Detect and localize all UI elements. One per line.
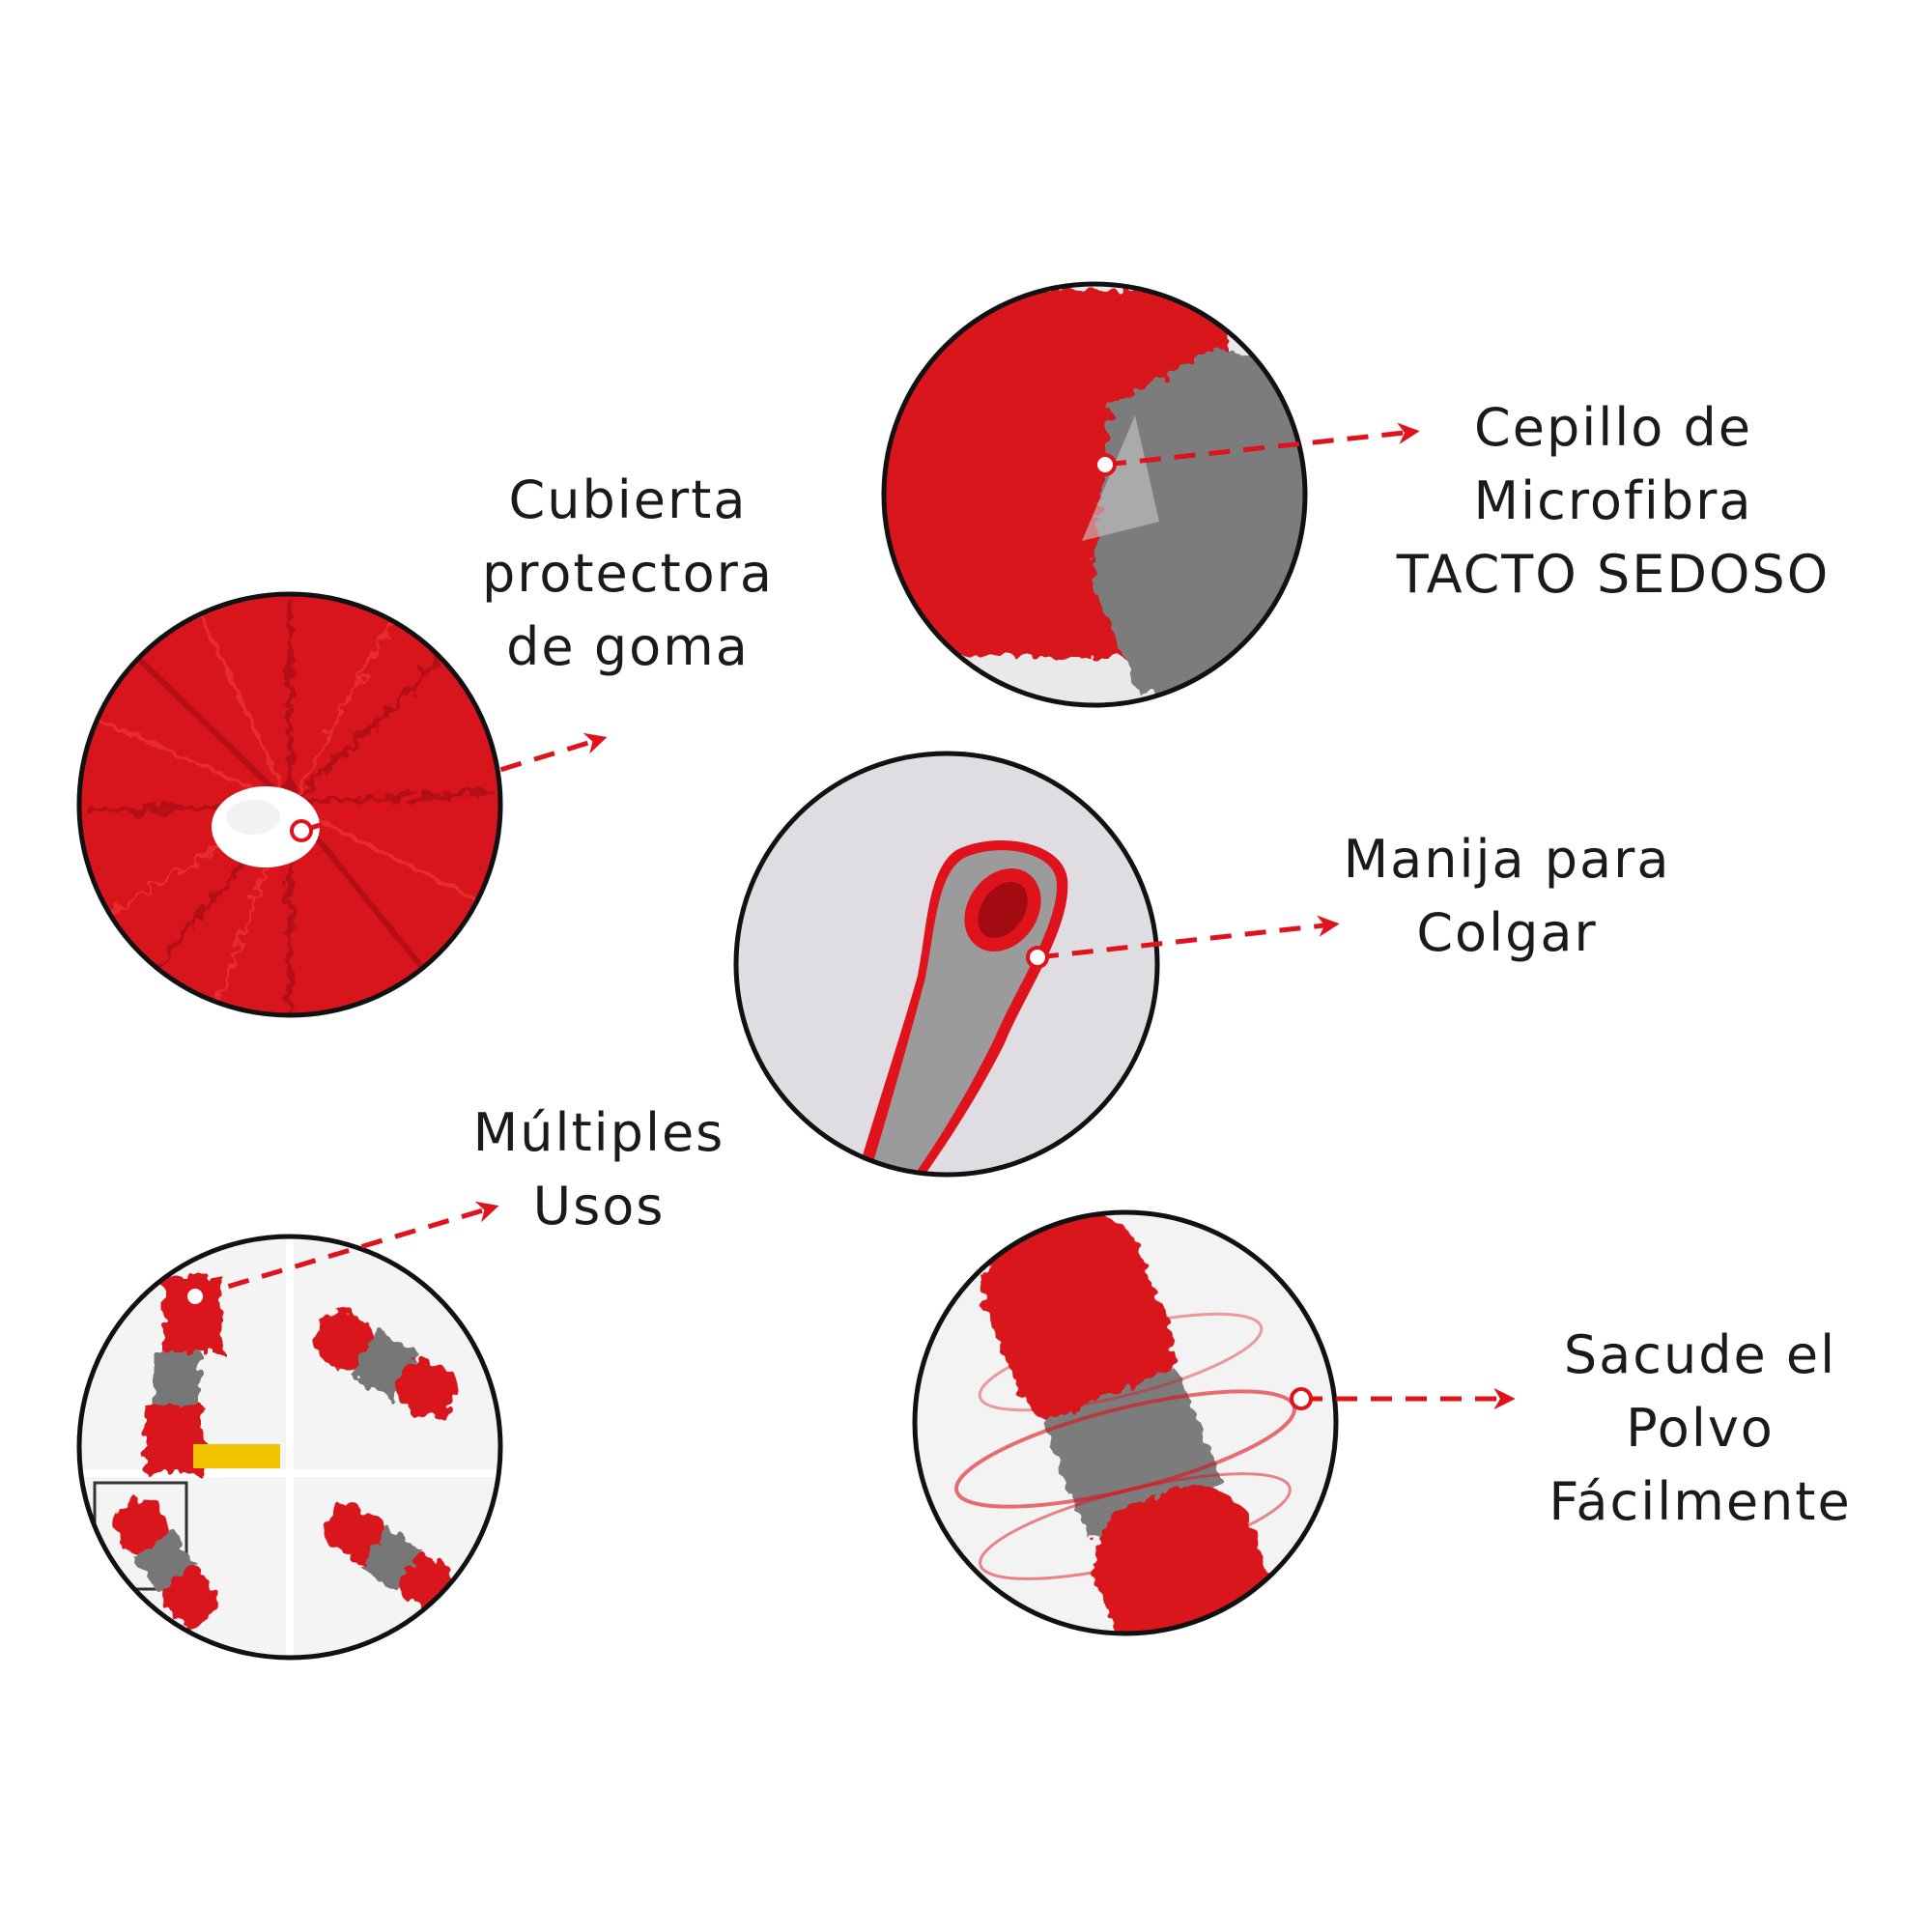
- label-line: Múltiples: [472, 1102, 725, 1163]
- dusts-easily-photo: [912, 1209, 1339, 1636]
- rubber-cover-photo: [76, 591, 503, 1018]
- callout-arrow-rubber-cover: [290, 732, 608, 842]
- label-hanging-handle: Manija para Colgar: [1309, 823, 1705, 970]
- callout-arrow-microfiber-brush: [1094, 422, 1420, 476]
- label-line: Sacude el: [1563, 1324, 1837, 1385]
- label-line: Microfibra: [1473, 470, 1753, 531]
- label-line: de goma: [506, 616, 750, 677]
- callout-arrow-dusts-easily: [1290, 1387, 1516, 1410]
- label-line: Fácilmente: [1548, 1471, 1852, 1532]
- callout-arrow-hanging-handle: [1026, 915, 1340, 969]
- callout-arrow-multiple-uses: [184, 1201, 499, 1308]
- label-line: Manija para: [1343, 829, 1671, 890]
- multiple-uses-photo: [76, 1234, 503, 1661]
- hanging-handle-photo: [733, 751, 1160, 1178]
- label-line: Usos: [532, 1176, 666, 1236]
- label-line: Colgar: [1416, 902, 1598, 963]
- label-dusts-easily: Sacude el Polvo Fácilmente: [1507, 1319, 1893, 1539]
- label-line: TACTO SEDOSO: [1396, 544, 1831, 605]
- label-multiple-uses: Múltiples Usos: [425, 1096, 773, 1243]
- label-line: protectora: [482, 543, 774, 604]
- label-rubber-cover: Cubierta protectora de goma: [425, 464, 831, 684]
- label-line: Polvo: [1626, 1398, 1775, 1459]
- microfiber-brush-photo: [881, 281, 1308, 708]
- label-line: Cepillo de: [1474, 397, 1752, 458]
- label-line: Cubierta: [508, 469, 748, 530]
- label-microfiber-brush: Cepillo de Microfibra TACTO SEDOSO: [1348, 391, 1879, 611]
